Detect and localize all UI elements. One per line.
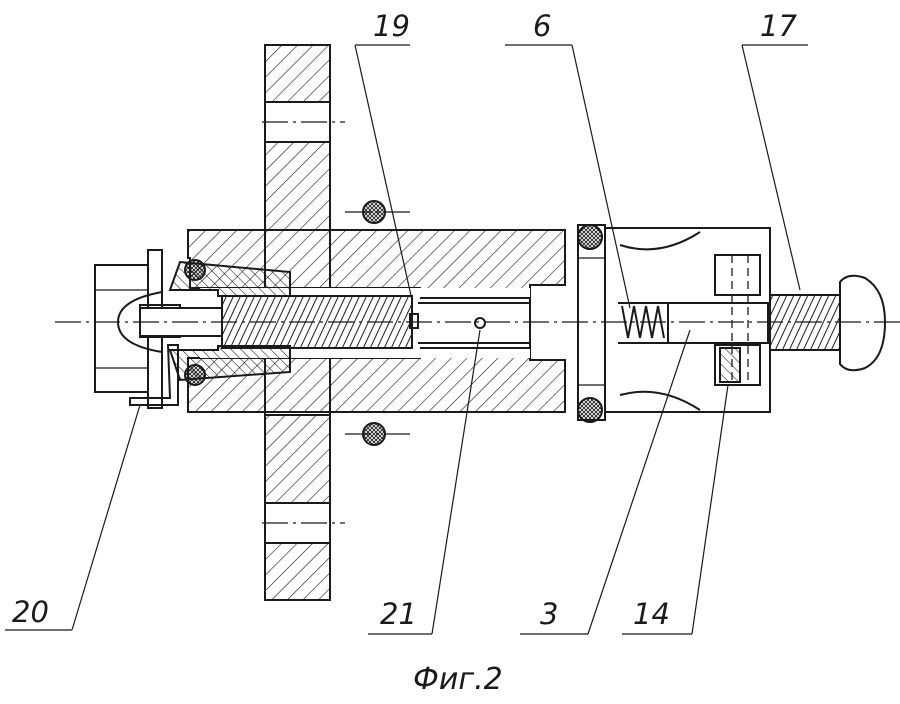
figure-caption: Фиг.2 (413, 662, 503, 697)
callout-14: 14 (633, 597, 670, 631)
callout-3: 3 (540, 597, 558, 631)
o-rings (184, 200, 603, 446)
callout-19: 19 (373, 9, 410, 43)
callout-17: 17 (760, 9, 797, 43)
callout-20: 20 (12, 595, 49, 629)
leaders (5, 44, 808, 635)
adjustment-knob (769, 274, 887, 372)
ring-plate (577, 224, 606, 421)
plunger (667, 302, 769, 344)
bracket (129, 344, 179, 406)
right-housing (605, 227, 771, 413)
callout-6: 6 (533, 9, 551, 43)
spring (618, 302, 668, 344)
callout-21: 21 (380, 597, 417, 631)
shaft (418, 302, 530, 344)
